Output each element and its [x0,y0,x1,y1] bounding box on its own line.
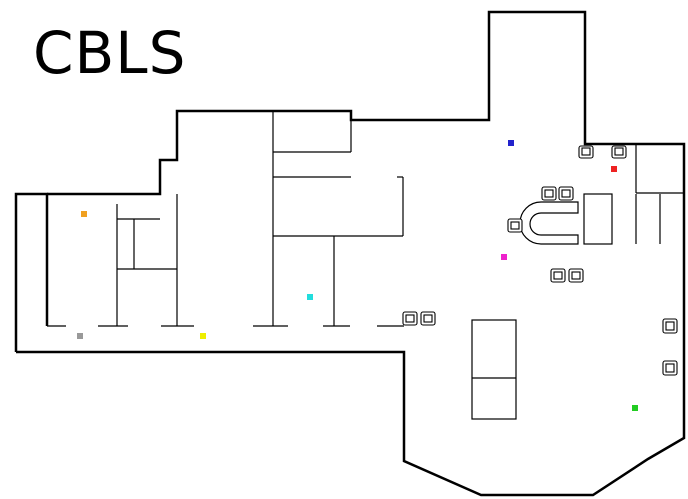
markers [77,140,638,411]
chair-icon [420,311,436,326]
marker-gray[interactable] [77,333,83,339]
chair-icon [558,186,574,201]
chair-icon [568,268,584,283]
chair-icon [662,360,678,376]
chair-icon [402,311,418,326]
marker-cyan[interactable] [307,294,313,300]
marker-orange[interactable] [81,211,87,217]
interior-walls [47,111,684,327]
chair-icon [507,218,523,233]
chair-icon [578,145,594,159]
chair-icon [611,145,627,159]
map-title: CBLS [33,19,187,87]
marker-yellow[interactable] [200,333,206,339]
marker-magenta[interactable] [501,254,507,260]
chair-icon [550,268,566,283]
marker-blue[interactable] [508,140,514,146]
outer-walls [14,10,686,497]
chairs [402,145,678,376]
chair-icon [541,186,557,201]
chair-icon [662,318,678,334]
reception-desk [519,201,579,245]
marker-red[interactable] [611,166,617,172]
tables [471,319,517,420]
marker-green[interactable] [632,405,638,411]
